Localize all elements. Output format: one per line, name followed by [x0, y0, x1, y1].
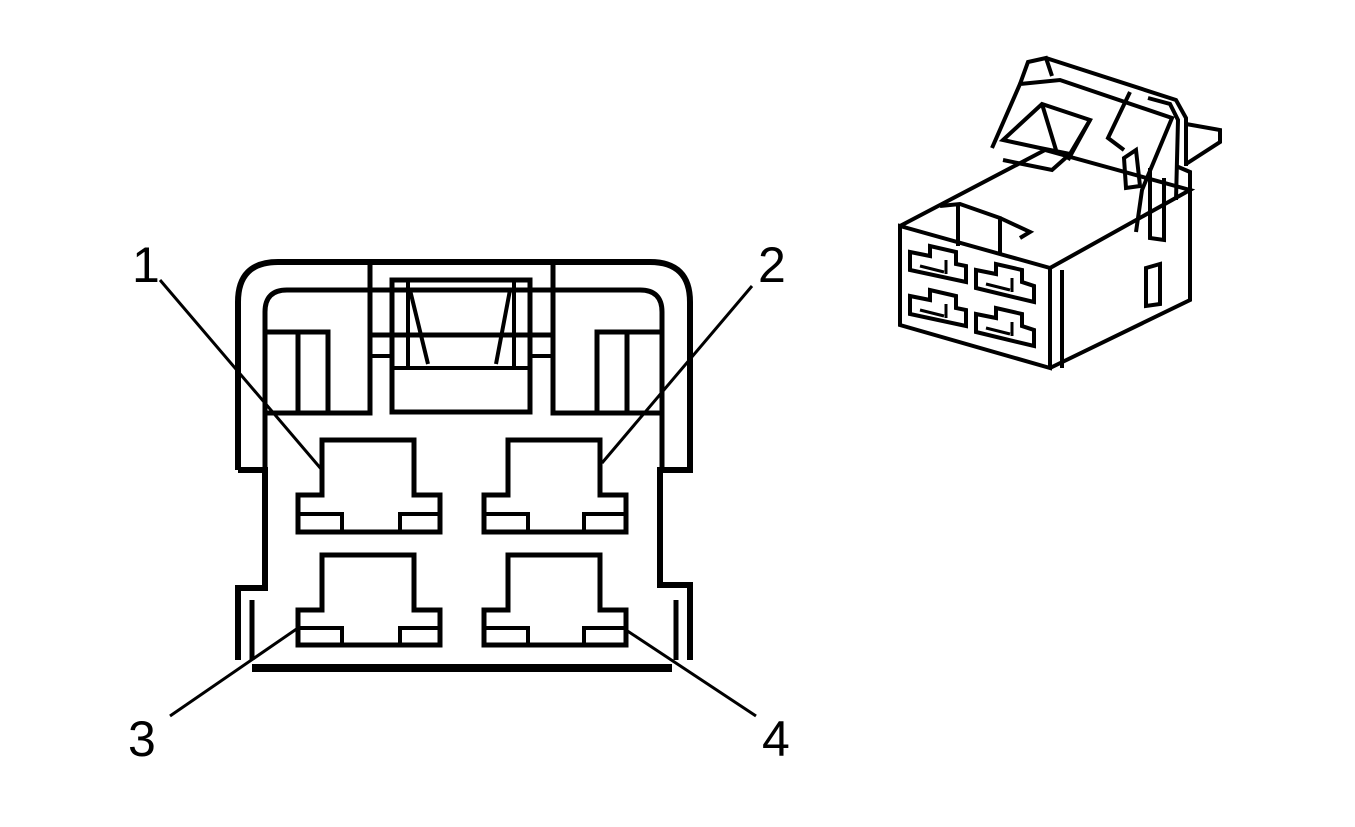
latch-ramp-left	[406, 282, 430, 368]
iso-cavity-2	[974, 261, 1036, 305]
latch-frame	[367, 262, 556, 338]
iso-latch-arm	[990, 77, 1175, 233]
latch-ramp-right	[494, 282, 516, 368]
connector-face-view: 1 2 3 4	[128, 237, 790, 767]
leader-line-4	[625, 628, 757, 718]
housing-outline-left-lower	[235, 467, 268, 660]
iso-latch-top-bar	[1018, 55, 1188, 166]
housing-inner-outline	[262, 287, 665, 470]
rib-left	[265, 329, 373, 416]
iso-latch-rail	[1105, 91, 1181, 201]
iso-right-face	[1049, 164, 1192, 370]
iso-cavity-1	[908, 243, 968, 285]
terminal-cavity-3	[295, 552, 443, 648]
pin-label-3: 3	[128, 711, 156, 767]
pin-label-4: 4	[762, 711, 790, 767]
iso-latch-housing	[939, 201, 1035, 254]
connector-isometric-view	[898, 55, 1222, 371]
pin-label-1: 1	[132, 237, 160, 293]
terminal-cavity-4	[481, 552, 629, 648]
leader-line-2	[600, 285, 754, 464]
iso-cavity-3	[908, 287, 968, 329]
pin-label-2: 2	[758, 237, 786, 293]
iso-small-notch	[1121, 146, 1143, 191]
iso-side-tab	[1184, 122, 1222, 166]
leader-line-1	[158, 279, 324, 471]
iso-side-clip	[1148, 168, 1166, 243]
rib-right	[550, 329, 662, 416]
terminal-cavity-1	[295, 437, 443, 535]
iso-latch-ramp	[1002, 103, 1092, 173]
terminal-cavity-2	[481, 437, 629, 535]
iso-side-post	[1144, 261, 1162, 309]
iso-cavity-4	[974, 305, 1036, 349]
leader-line-3	[169, 626, 299, 718]
housing-outline	[235, 259, 693, 660]
iso-top-face	[899, 147, 1196, 270]
